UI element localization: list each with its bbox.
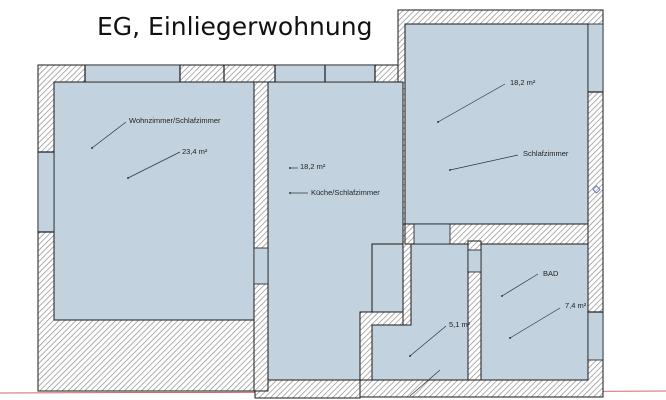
- window-right-lower: [587, 311, 604, 361]
- leader-wohn-name: [91, 121, 127, 149]
- interior-walls: [253, 81, 589, 392]
- stair-line: [409, 369, 441, 397]
- label-flur-area: 5,1 m²: [449, 320, 471, 329]
- plan-title: EG, Einliegerwohnung: [97, 12, 373, 41]
- leader-bad-name: [501, 273, 539, 297]
- leader-flur-area: [409, 325, 447, 357]
- leader-schlaf-area: [437, 83, 506, 123]
- label-kueche-area: 18,2 m²: [300, 162, 326, 171]
- label-bad-area: 7,4 m²: [565, 301, 587, 310]
- leader-lines: [91, 83, 561, 397]
- label-bad-name: BAD: [543, 269, 559, 278]
- window-wall-gap: [253, 247, 269, 285]
- door-schlaf: [413, 223, 451, 245]
- window-top-1: [84, 64, 181, 83]
- room-bad: [480, 240, 589, 381]
- wall-ticks: [38, 65, 603, 313]
- window-left: [37, 151, 55, 233]
- wall-flur-bad: [467, 240, 482, 381]
- room-wohnzimmer: [53, 81, 255, 321]
- leader-wohn-area: [127, 151, 181, 179]
- label-schlafzimmer-area: 18,2 m²: [510, 78, 536, 87]
- wall-schlaf-flur: [404, 223, 589, 245]
- room-floors: [53, 23, 589, 381]
- label-wohnzimmer-area: 23,4 m²: [182, 147, 208, 156]
- wall-nook: [359, 311, 404, 381]
- label-wohnzimmer-name: Wohnzimmer/Schlafzimmer: [129, 116, 221, 125]
- reference-marker: [592, 185, 601, 194]
- label-schlafzimmer-name: Schlafzimmer: [523, 149, 569, 158]
- room-schlafzimmer: [404, 23, 589, 225]
- label-kueche-name: Küche/Schlafzimmer: [311, 188, 380, 197]
- door-bad: [467, 249, 482, 273]
- window-right-upper: [587, 23, 604, 93]
- wall-wohn-kueche: [253, 81, 269, 392]
- windows: [37, 23, 604, 361]
- leader-schlaf-name: [449, 154, 519, 171]
- leader-bad-area: [509, 307, 561, 339]
